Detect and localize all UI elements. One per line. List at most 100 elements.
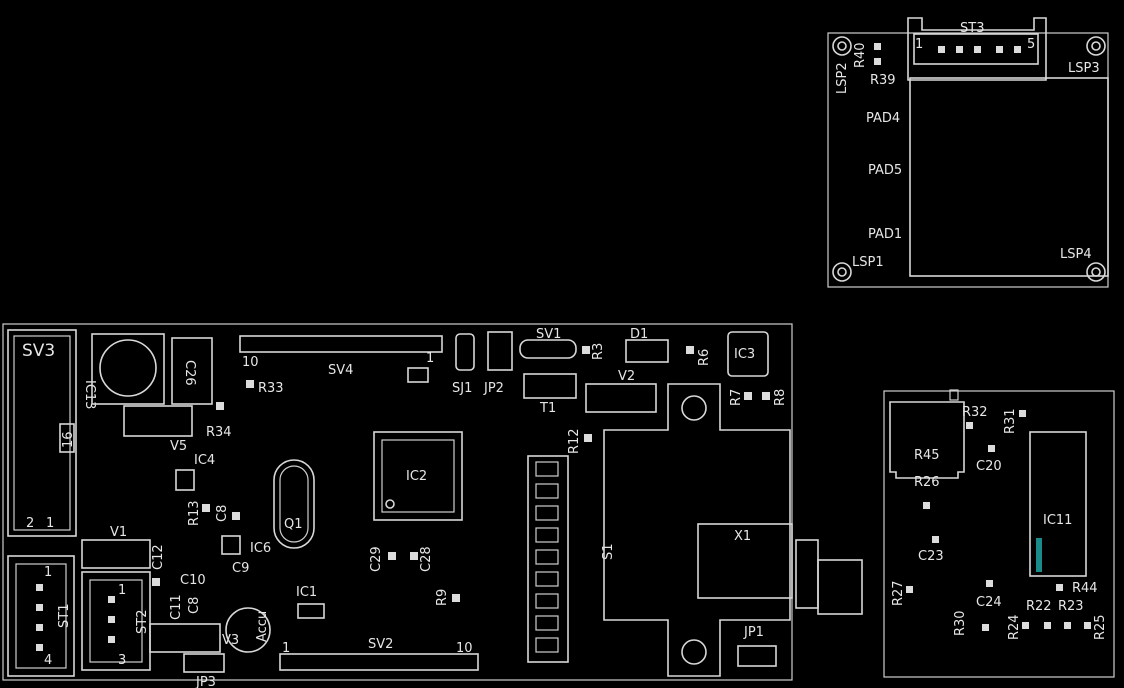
sensor-board: R45 R32 R31 C20 R26 C23 IC11 R27 C24 R44… <box>883 389 1115 678</box>
c24-label: C24 <box>976 595 1002 610</box>
ic6-label: IC6 <box>250 541 271 556</box>
sv2-header <box>279 653 479 671</box>
c28-label: C28 <box>419 546 434 572</box>
st1-connector <box>7 555 75 677</box>
ic6-chip <box>221 535 241 555</box>
c12-label: C12 <box>151 544 166 570</box>
r24-label: R24 <box>1007 614 1022 640</box>
gps-module-outline <box>603 383 791 677</box>
mounting-hole <box>681 639 707 665</box>
mounting-hole <box>832 36 852 56</box>
r39-label: R39 <box>870 73 896 88</box>
r8-pad <box>762 392 770 400</box>
c8-pad <box>232 512 240 520</box>
r13-pad <box>202 504 210 512</box>
sv4-part <box>407 367 429 383</box>
r40-label: R40 <box>853 42 868 68</box>
sv2-pin1-label: 1 <box>282 641 290 656</box>
q1-label: Q1 <box>284 517 303 532</box>
x1-connector <box>697 523 793 599</box>
main-board-outline <box>2 323 793 681</box>
sv3-label: SV3 <box>22 341 55 361</box>
r22-label: R22 <box>1026 599 1052 614</box>
r34-label: R34 <box>206 425 232 440</box>
st2-label: ST2 <box>135 610 150 634</box>
c23-label: C23 <box>918 549 944 564</box>
st3-pin5-label: 5 <box>1027 37 1035 52</box>
display-board: ST3 1 5 R40 R39 LSP2 LSP3 PAD4 PAD5 PAD1… <box>827 17 1109 288</box>
r8-label: R8 <box>773 389 788 406</box>
q1-crystal-inner <box>279 465 309 543</box>
r6-label: R6 <box>697 349 712 366</box>
r9-label: R9 <box>435 589 450 606</box>
r12-pad <box>584 434 592 442</box>
v5-regulator <box>123 405 193 437</box>
c29-pad <box>388 552 396 560</box>
v2-regulator <box>585 383 657 413</box>
c12-pad <box>152 578 160 586</box>
ic13-label: IC13 <box>82 380 97 409</box>
c26-capacitor <box>171 337 213 405</box>
lsp4-label: LSP4 <box>1060 247 1092 262</box>
sma-antenna-connector <box>795 539 863 615</box>
r3-pad <box>582 346 590 354</box>
v3-regulator <box>149 623 221 653</box>
lsp1-label: LSP1 <box>852 255 884 270</box>
c29-label: C29 <box>369 546 384 572</box>
c11-label: C11 <box>169 594 184 620</box>
r27-label: R27 <box>891 580 906 606</box>
sv3-pin1-label: 1 <box>46 516 54 531</box>
pad1-label: PAD1 <box>868 227 902 242</box>
d1-label: D1 <box>630 327 648 342</box>
ic3-label: IC3 <box>734 347 755 362</box>
r45-tab <box>949 389 959 401</box>
ic11-chip <box>1029 431 1087 577</box>
st2-pin1-label: 1 <box>118 583 126 598</box>
c8-label: C8 <box>215 505 230 522</box>
ic11-label: IC11 <box>1043 513 1072 528</box>
s1-dip-switch <box>527 455 569 663</box>
sv1-label: SV1 <box>536 327 561 342</box>
r32-label: R32 <box>962 405 988 420</box>
mounting-hole <box>681 395 707 421</box>
r13-label: R13 <box>187 500 202 526</box>
ic2-chip <box>373 431 463 521</box>
r9-pad <box>452 594 460 602</box>
c20-label: C20 <box>976 459 1002 474</box>
accu-label: Accu <box>255 611 270 642</box>
ic2-label: IC2 <box>406 469 427 484</box>
r26-pad <box>923 502 930 509</box>
lsp2-label: LSP2 <box>835 62 850 94</box>
r24-pad <box>1022 622 1029 629</box>
c10-label: C10 <box>180 573 206 588</box>
r44-pad <box>1056 584 1063 591</box>
r22-pad <box>1044 622 1051 629</box>
sv2-pin10-label: 10 <box>456 641 473 656</box>
q1-crystal <box>273 459 315 549</box>
lcd-module-outline <box>909 77 1109 277</box>
accu-battery <box>225 607 271 653</box>
st2-pin3-label: 3 <box>118 653 126 668</box>
v5-label: V5 <box>170 439 187 454</box>
v1-label: V1 <box>110 525 127 540</box>
r45-label: R45 <box>914 448 940 463</box>
r25-label: R25 <box>1093 614 1108 640</box>
jp1-jumper <box>737 645 777 667</box>
r12-label: R12 <box>567 428 582 454</box>
st1-pin4-label: 4 <box>44 653 52 668</box>
sv3-header <box>7 329 77 537</box>
sv1-connector <box>519 339 577 359</box>
st3-pin1-label: 1 <box>915 37 923 52</box>
pad5-label: PAD5 <box>868 163 902 178</box>
r7-pad <box>744 392 752 400</box>
r27-pad <box>906 586 913 593</box>
pad4-label: PAD4 <box>866 111 900 126</box>
t1-transistor <box>523 373 577 399</box>
mounting-hole <box>1086 262 1106 282</box>
r32-pad <box>966 422 973 429</box>
c20-pad <box>988 445 995 452</box>
c9-label: C9 <box>232 561 249 576</box>
sv2-label: SV2 <box>368 637 393 652</box>
mounting-hole <box>832 262 852 282</box>
sv3-pin16-label: 16 <box>61 431 76 448</box>
